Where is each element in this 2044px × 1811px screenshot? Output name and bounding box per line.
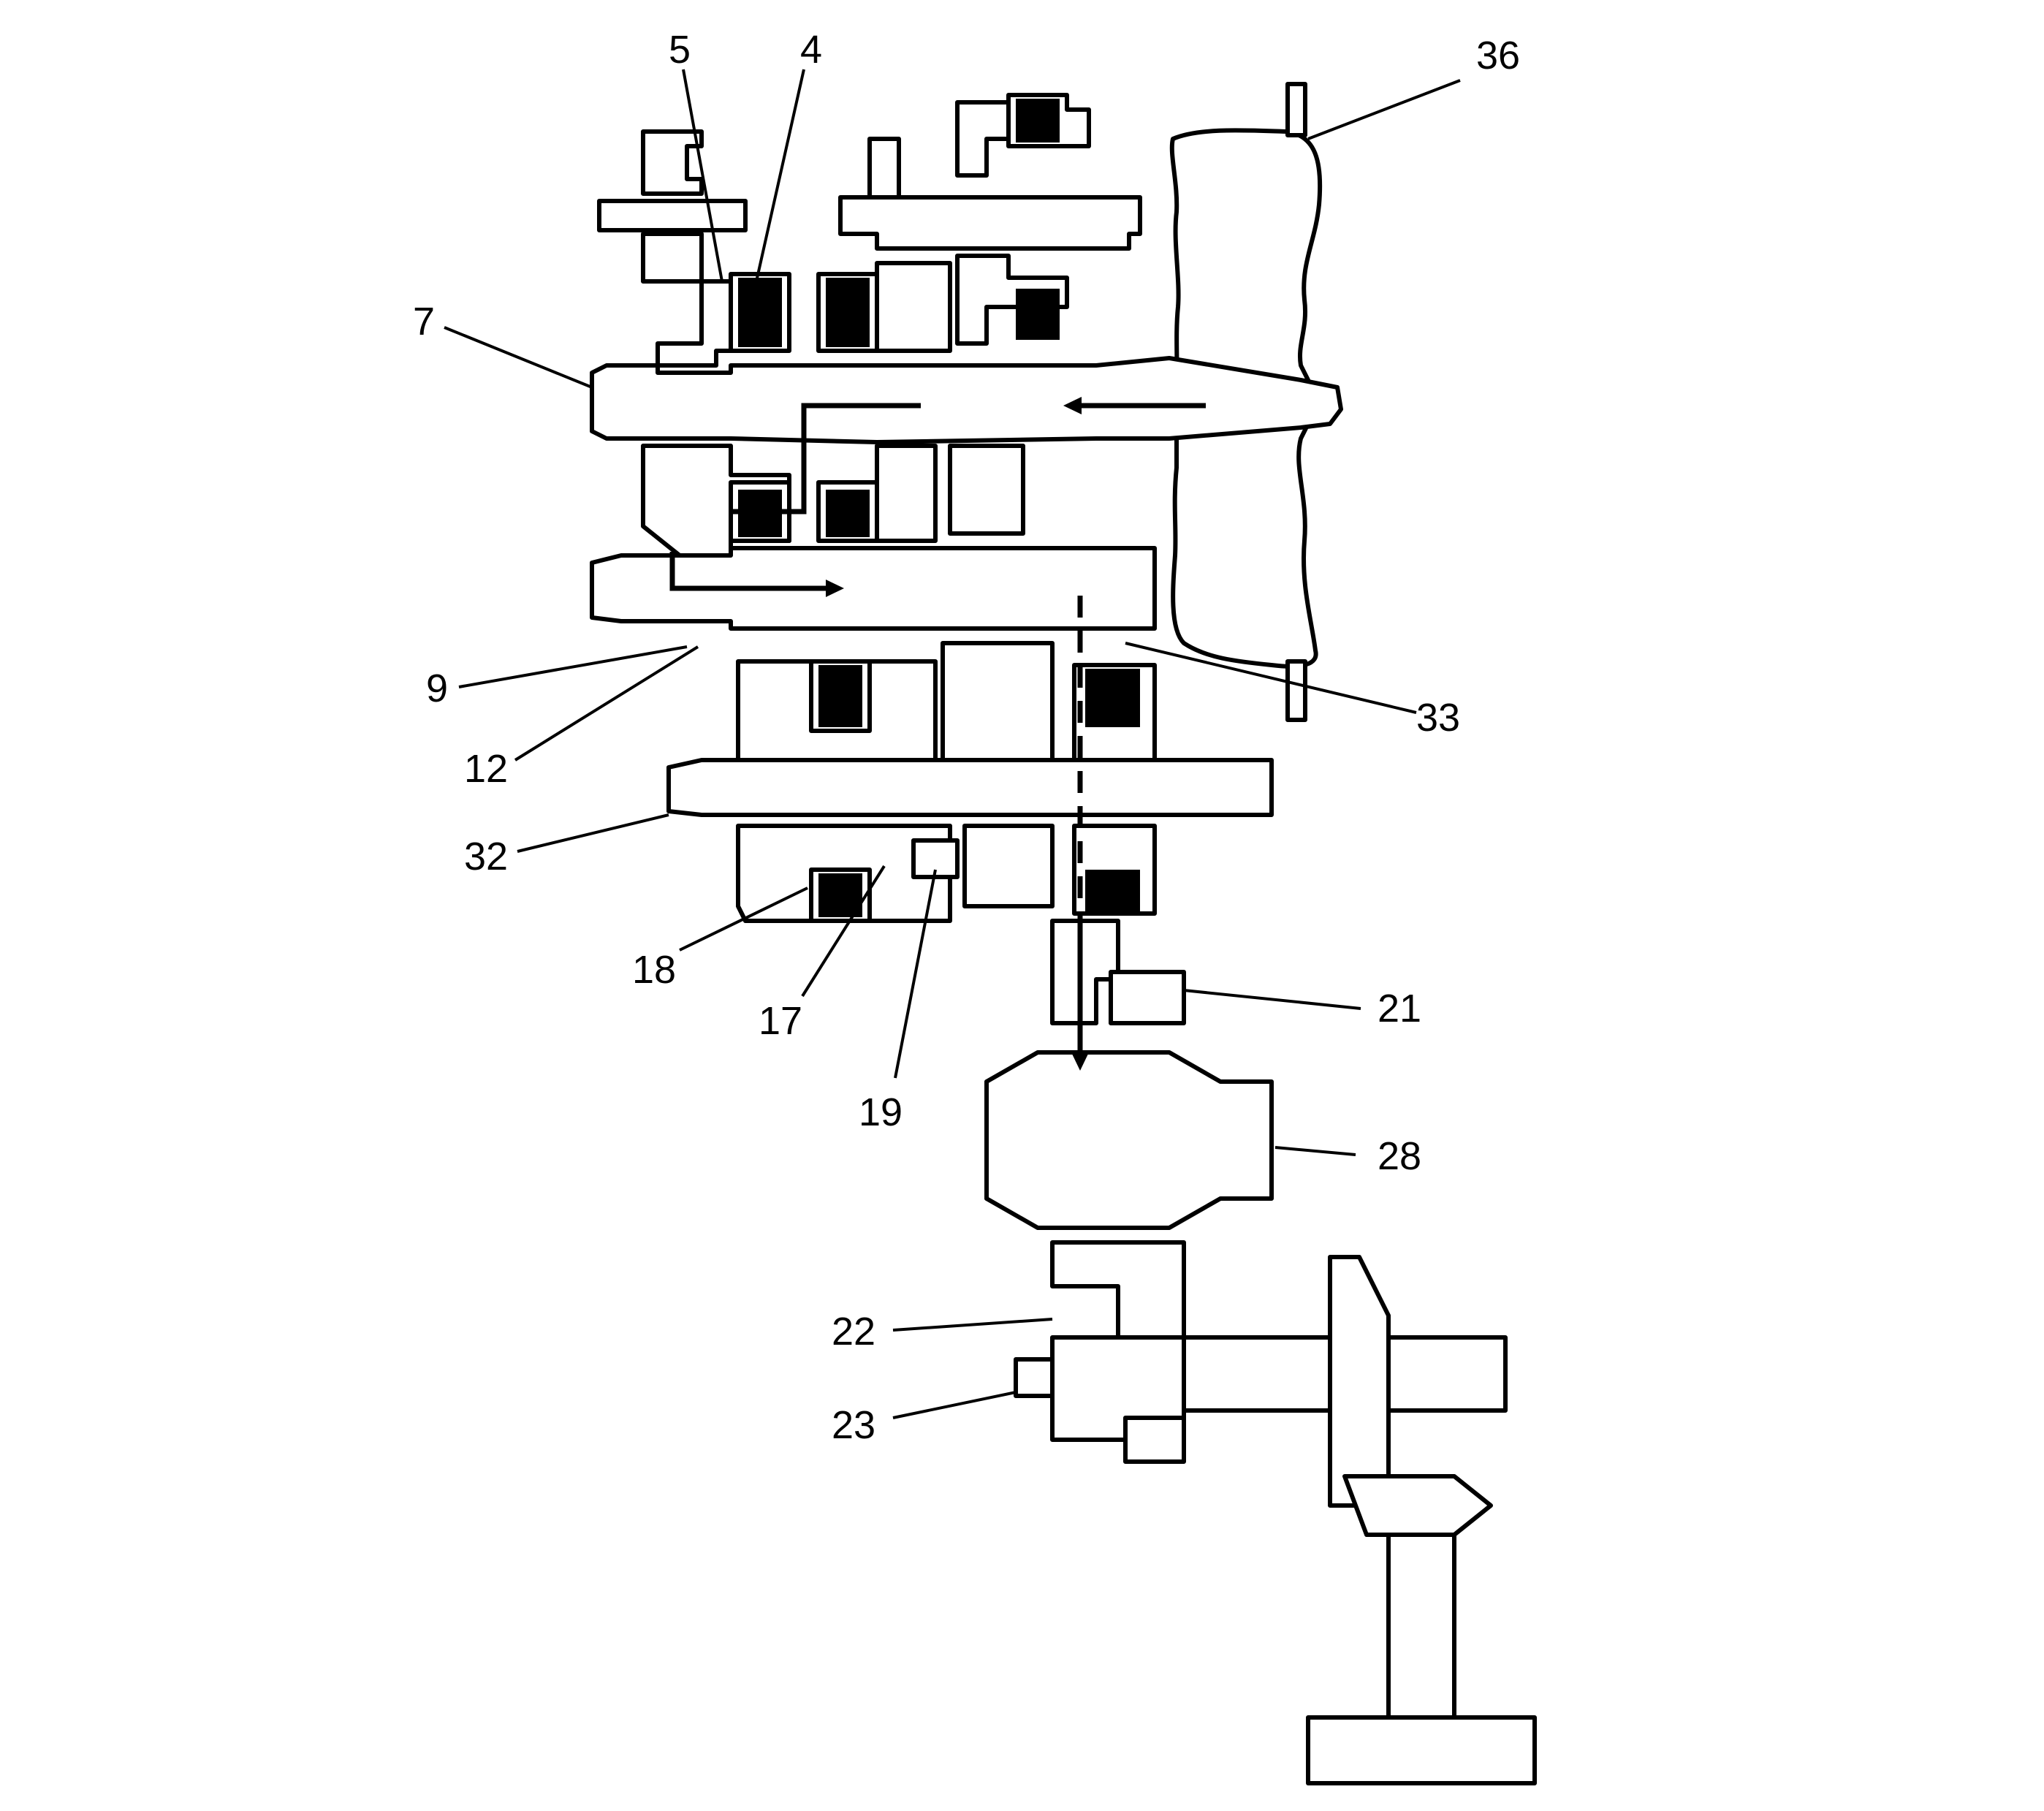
flow-arrowhead-right (826, 580, 844, 597)
callout-7: 7 (413, 300, 435, 343)
intermediate-shaft (590, 546, 1157, 631)
callout-labels: 5 4 36 7 9 12 33 32 18 17 19 21 28 22 23 (413, 28, 1520, 1447)
callout-12: 12 (464, 747, 508, 791)
middle-clutch-assembly (641, 444, 1025, 558)
pinion-output-gear (1306, 1255, 1537, 1785)
callout-18: 18 (632, 948, 676, 992)
callout-4: 4 (800, 28, 822, 72)
callout-33: 33 (1416, 696, 1460, 740)
transfer-drive-gear (1050, 919, 1186, 1025)
flow-arrowhead-left (1063, 397, 1082, 414)
differential-case (984, 1050, 1274, 1230)
input-shaft (590, 356, 1343, 444)
final-drive-assembly (1014, 1240, 1508, 1464)
flow-arrowhead-down (1071, 1052, 1089, 1071)
fluid-flow-path (669, 397, 1206, 1071)
callout-23: 23 (832, 1403, 875, 1447)
callout-22: 22 (832, 1310, 875, 1353)
callout-17: 17 (759, 999, 802, 1043)
output-shaft (666, 758, 1274, 817)
callout-32: 32 (464, 835, 508, 878)
upper-clutch-assembly (597, 93, 1142, 368)
lower-clutch-assembly (736, 641, 1157, 762)
callout-5: 5 (669, 28, 691, 72)
lower-planetary-assembly (736, 824, 1157, 923)
callout-21: 21 (1378, 987, 1421, 1030)
callout-36: 36 (1476, 34, 1520, 77)
callout-9: 9 (426, 667, 448, 710)
callout-leader-lines (444, 69, 1461, 1419)
callout-19: 19 (859, 1090, 903, 1134)
callout-28: 28 (1378, 1134, 1421, 1178)
